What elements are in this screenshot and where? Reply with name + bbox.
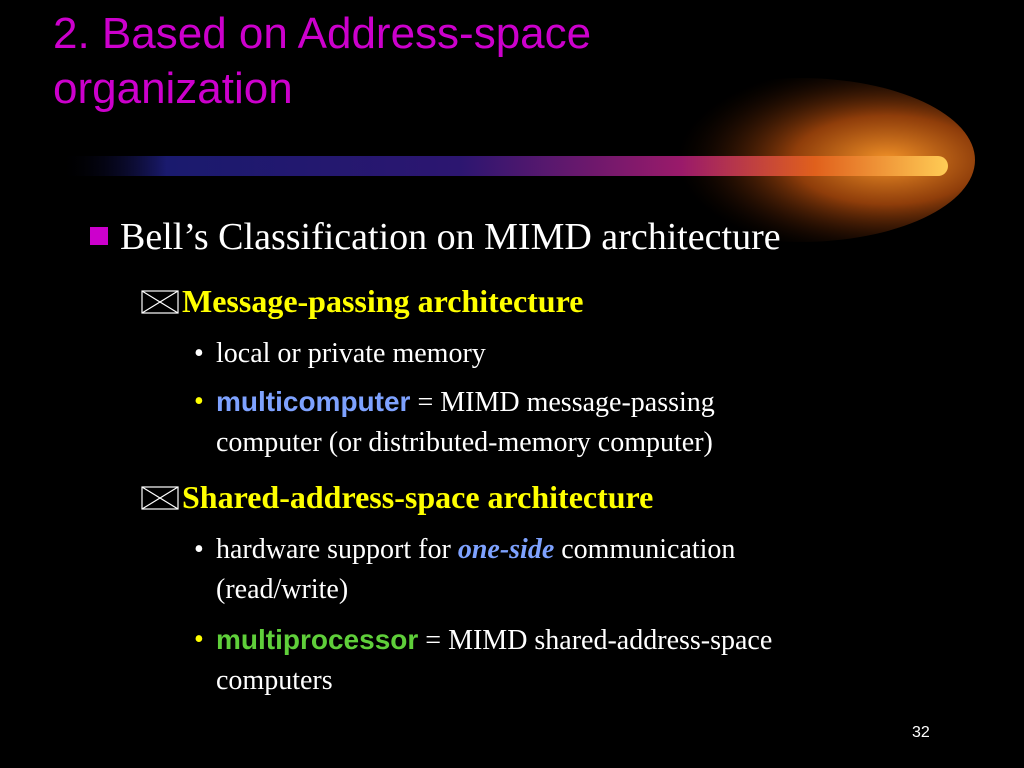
section-heading-message-passing: Message-passing architecture xyxy=(140,282,583,320)
section-heading-shared-address-space: Shared-address-space architecture xyxy=(140,478,653,516)
keyword-multicomputer: multicomputer xyxy=(216,386,411,417)
keyword-multiprocessor: multiprocessor xyxy=(216,624,419,655)
slide-title-line-1: 2. Based on Address-space xyxy=(53,9,592,58)
list-item: • multiprocessor = MIMD shared-address-s… xyxy=(194,620,954,701)
envelope-bullet-icon xyxy=(141,290,179,314)
list-item-text-suffix: communication xyxy=(554,534,736,565)
envelope-bullet-icon xyxy=(141,486,179,510)
main-bullet: Bell’s Classification on MIMD architectu… xyxy=(90,214,781,260)
slide-title: 2. Based on Address-space organization xyxy=(53,6,813,116)
dot-bullet-icon: • xyxy=(194,386,204,417)
emphasis-one-side: one-side xyxy=(457,534,555,565)
section-heading-text: Message-passing architecture xyxy=(182,283,584,319)
list-item: • multicomputer = MIMD message-passing c… xyxy=(194,382,954,463)
slide-title-line-2: organization xyxy=(53,64,293,113)
list-item: • local or private memory xyxy=(194,334,954,374)
list-item-continuation: (read/write) xyxy=(216,574,349,605)
list-item-text: = MIMD message-passing xyxy=(410,387,715,418)
list-item-text: = MIMD shared-address-space xyxy=(418,625,773,656)
decorative-comet-streak xyxy=(60,78,975,242)
list-item-continuation: computers xyxy=(216,665,333,696)
section-heading-text: Shared-address-space architecture xyxy=(182,479,654,515)
list-item-text: hardware support for xyxy=(216,534,458,565)
list-item-text: local or private memory xyxy=(216,338,486,369)
dot-bullet-icon: • xyxy=(194,534,204,565)
list-item: • hardware support for one-side communic… xyxy=(194,530,954,610)
list-item-continuation: computer (or distributed-memory computer… xyxy=(216,427,713,458)
main-bullet-text: Bell’s Classification on MIMD architectu… xyxy=(120,216,781,258)
page-number: 32 xyxy=(912,724,930,741)
square-bullet-icon xyxy=(90,227,108,246)
dot-bullet-icon: • xyxy=(194,338,204,369)
dot-bullet-icon: • xyxy=(194,624,204,655)
